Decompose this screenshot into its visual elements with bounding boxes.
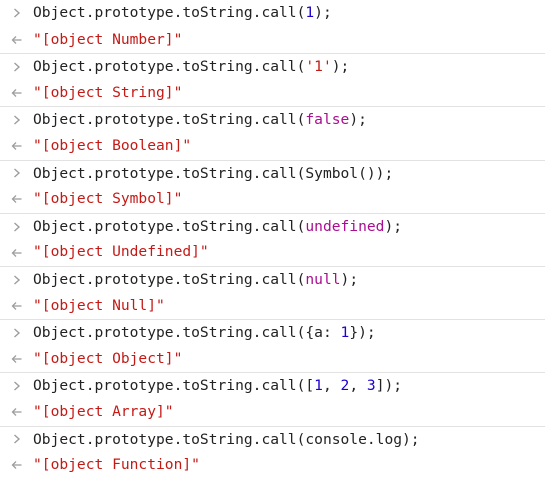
console-input-row[interactable]: Object.prototype.toString.call({a: 1}); — [0, 319, 545, 346]
console-input-code: Object.prototype.toString.call(false); — [33, 107, 367, 134]
return-arrow-icon — [9, 27, 25, 54]
chevron-right-icon — [9, 427, 25, 453]
code-token: ); — [331, 58, 350, 76]
chevron-right-icon — [9, 320, 25, 346]
return-arrow-icon — [9, 186, 25, 213]
console-result-row[interactable]: "[object Boolean]" — [0, 133, 545, 160]
console-input-code: Object.prototype.toString.call(null); — [33, 267, 358, 294]
console-input-code: Object.prototype.toString.call('1'); — [33, 54, 349, 81]
console-result-value: "[object Boolean]" — [33, 136, 192, 154]
chevron-right-icon — [9, 107, 25, 133]
return-arrow-icon — [9, 399, 25, 426]
console-result-value: "[object Number]" — [33, 30, 183, 48]
code-token: 3 — [366, 377, 376, 395]
console-input-code: Object.prototype.toString.call([1, 2, 3]… — [33, 373, 402, 400]
chevron-right-icon — [9, 0, 25, 27]
return-arrow-icon — [9, 346, 25, 373]
console-result-row[interactable]: "[object Function]" — [0, 452, 545, 479]
console-result-row[interactable]: "[object Undefined]" — [0, 239, 545, 266]
console-result-value: "[object String]" — [33, 83, 183, 101]
code-token: Object.prototype.toString.call( — [33, 270, 306, 288]
return-arrow-icon — [9, 239, 25, 266]
console-input-row[interactable]: Object.prototype.toString.call(Symbol())… — [0, 159, 545, 188]
console-input-code: Object.prototype.toString.call(undefined… — [33, 214, 402, 241]
chevron-right-icon — [9, 373, 25, 399]
console-result-value: "[object Object]" — [33, 349, 183, 367]
return-arrow-icon — [9, 452, 25, 479]
console-result-row[interactable]: "[object Object]" — [0, 346, 545, 373]
console-input-row[interactable]: Object.prototype.toString.call(console.l… — [0, 425, 545, 454]
console-result-value: "[object Null]" — [33, 296, 165, 314]
code-token: Object.prototype.toString.call({a: — [33, 324, 341, 342]
console-result-value: "[object Array]" — [33, 402, 174, 420]
code-token: , — [349, 377, 367, 395]
code-token: ); — [314, 4, 332, 21]
code-token: '1' — [305, 58, 332, 76]
code-token: Object.prototype.toString.call([ — [33, 377, 315, 395]
return-arrow-icon — [9, 80, 25, 107]
code-token: false — [305, 111, 350, 129]
console-result-row[interactable]: "[object Symbol]" — [0, 186, 545, 213]
chevron-right-icon — [9, 161, 25, 187]
code-token: Object.prototype.toString.call( — [33, 4, 306, 21]
console-input-row[interactable]: Object.prototype.toString.call('1'); — [0, 53, 545, 80]
console-input-row[interactable]: Object.prototype.toString.call([1, 2, 3]… — [0, 372, 545, 399]
console-result-row[interactable]: "[object Array]" — [0, 399, 545, 426]
return-arrow-icon — [9, 133, 25, 160]
console-input-row[interactable]: Object.prototype.toString.call(1); — [0, 0, 545, 27]
code-token: Object.prototype.toString.call(console.l… — [33, 430, 420, 448]
console-input-code: Object.prototype.toString.call(Symbol())… — [33, 161, 393, 188]
code-token: undefined — [305, 217, 385, 235]
console-result-value: "[object Symbol]" — [33, 190, 183, 208]
code-token: Object.prototype.toString.call( — [33, 58, 306, 76]
console-result-value: "[object Function]" — [33, 456, 200, 474]
return-arrow-icon — [9, 293, 25, 320]
console-result-row[interactable]: "[object Number]" — [0, 27, 545, 54]
chevron-right-icon — [9, 267, 25, 293]
console-result-value: "[object Undefined]" — [33, 243, 209, 261]
console-input-code: Object.prototype.toString.call(1); — [33, 0, 332, 27]
code-token: null — [305, 270, 341, 288]
code-token: }); — [349, 324, 376, 342]
console-result-row[interactable]: "[object Null]" — [0, 293, 545, 320]
code-token: Object.prototype.toString.call( — [33, 111, 306, 129]
code-token: 1 — [340, 324, 350, 342]
console-input-code: Object.prototype.toString.call(console.l… — [33, 427, 420, 454]
console-input-row[interactable]: Object.prototype.toString.call(undefined… — [0, 212, 545, 241]
console-result-row[interactable]: "[object String]" — [0, 80, 545, 107]
console-input-row[interactable]: Object.prototype.toString.call(false); — [0, 106, 545, 133]
console-input-code: Object.prototype.toString.call({a: 1}); — [33, 320, 376, 347]
chevron-right-icon — [9, 54, 25, 80]
code-token: ]); — [375, 377, 403, 395]
code-token: Object.prototype.toString.call( — [33, 217, 306, 235]
code-token: ); — [340, 270, 359, 288]
code-token: 2 — [340, 377, 350, 395]
code-token: 1 — [305, 4, 315, 21]
code-token: ); — [384, 217, 403, 235]
chevron-right-icon — [9, 214, 25, 240]
code-token: ); — [349, 111, 367, 129]
code-token: Object.prototype.toString.call(Symbol())… — [33, 164, 394, 182]
code-token: , — [322, 377, 341, 395]
code-token: 1 — [314, 377, 323, 395]
console-input-row[interactable]: Object.prototype.toString.call(null); — [0, 265, 545, 294]
